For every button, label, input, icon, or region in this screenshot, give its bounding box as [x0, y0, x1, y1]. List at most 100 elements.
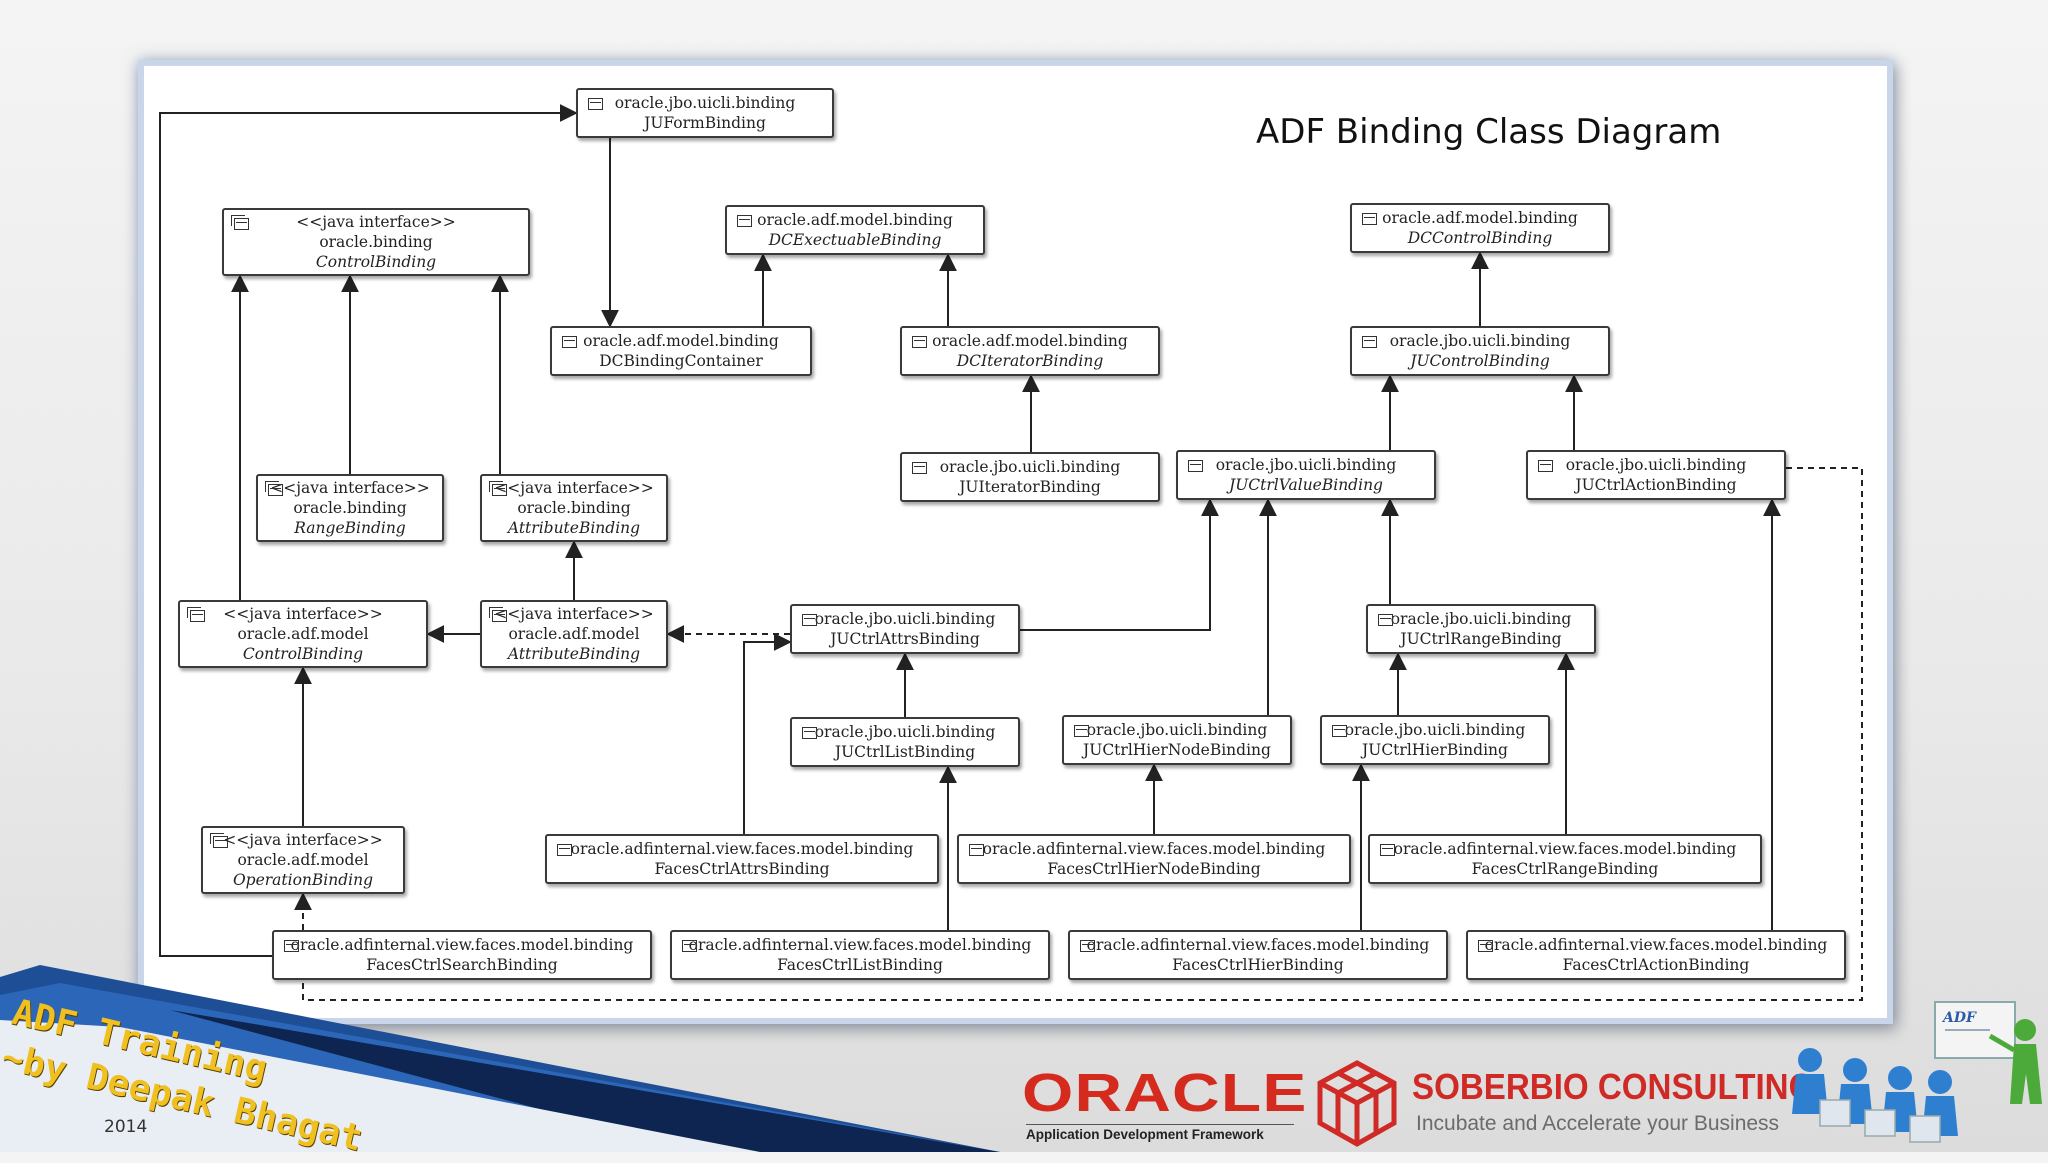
uml-class-name: AttributeBinding [507, 519, 641, 537]
class-icon [1080, 940, 1095, 952]
class-icon [1378, 614, 1393, 626]
oracle-subtitle: Application Development Framework [1026, 1124, 1294, 1142]
uml-class-package: oracle.adf.model [508, 625, 640, 643]
class-icon [1188, 460, 1203, 472]
uml-class-package: oracle.jbo.uicli.binding [1086, 721, 1268, 739]
oracle-wordmark: ORACLE [1022, 1063, 1308, 1123]
uml-class-name: ControlBinding [315, 253, 437, 271]
uml-class-facesctrlsearchbinding: oracle.adfinternal.view.faces.model.bind… [272, 930, 652, 980]
class-icon [1380, 844, 1395, 856]
uml-class-name: FacesCtrlHierBinding [1172, 956, 1344, 974]
class-icon [802, 614, 817, 626]
uml-class-facesctrlrangebinding: oracle.adfinternal.view.faces.model.bind… [1368, 834, 1762, 884]
class-icon [284, 940, 299, 952]
uml-class-package: oracle.binding [293, 499, 407, 517]
uml-class-package: oracle.adfinternal.view.faces.model.bind… [290, 936, 634, 954]
uml-class-stereotype: <<java interface>> [223, 605, 383, 623]
uml-class-name: AttributeBinding [507, 645, 641, 663]
uml-class-package: oracle.adfinternal.view.faces.model.bind… [1484, 936, 1828, 954]
class-icon [1478, 940, 1493, 952]
uml-class-stereotype: <<java interface>> [223, 831, 383, 849]
relation-facesctrlsearchbinding-to-juformbinding [159, 104, 578, 957]
uml-class-name: JUCtrlListBinding [834, 743, 976, 761]
oracle-logo: ORACLE Application Development Framework [1022, 1066, 1306, 1142]
uml-class-facesctrllistbinding: oracle.adfinternal.view.faces.model.bind… [670, 930, 1050, 980]
interface-icon [231, 215, 249, 230]
uml-class-name: DCIteratorBinding [956, 352, 1104, 370]
interface-icon [489, 607, 507, 622]
class-icon [969, 844, 984, 856]
uml-class-package: oracle.jbo.uicli.binding [814, 723, 996, 741]
interface-icon [187, 607, 205, 622]
class-icon [912, 462, 927, 474]
uml-class-package: oracle.adf.model.binding [757, 211, 953, 229]
class-icon [1362, 213, 1377, 225]
uml-class-name: JUFormBinding [644, 114, 766, 132]
uml-class-name: JUControlBinding [1410, 352, 1550, 370]
class-icon [682, 940, 697, 952]
uml-class-package: oracle.adfinternal.view.faces.model.bind… [1393, 840, 1737, 858]
uml-class-name: RangeBinding [294, 519, 406, 537]
uml-class-package: oracle.adf.model [237, 625, 369, 643]
uml-class-package: oracle.adfinternal.view.faces.model.bind… [982, 840, 1326, 858]
uml-class-package: oracle.adfinternal.view.faces.model.bind… [688, 936, 1032, 954]
class-icon [1362, 336, 1377, 348]
diagram-title: ADF Binding Class Diagram [1256, 112, 1722, 152]
company-name: SOBERBIO CONSULTING [1412, 1066, 1815, 1107]
class-icon [1074, 725, 1089, 737]
uml-class-name: FacesCtrlHierNodeBinding [1047, 860, 1261, 878]
uml-class-stereotype: <<java interface>> [270, 479, 430, 497]
uml-class-name: JUCtrlActionBinding [1575, 476, 1737, 494]
relation-juctrlactionbinding-to-operationbinding [302, 467, 1863, 1001]
uml-class-name: DCExectuableBinding [768, 231, 942, 249]
class-icon [1332, 725, 1347, 737]
uml-class-name: JUIteratorBinding [959, 478, 1101, 496]
uml-class-name: DCBindingContainer [599, 352, 763, 370]
uml-class-package: oracle.jbo.uicli.binding [939, 458, 1121, 476]
uml-class-facesctrlhiernodebinding: oracle.adfinternal.view.faces.model.bind… [957, 834, 1351, 884]
uml-class-facesctrlattrsbinding: oracle.adfinternal.view.faces.model.bind… [545, 834, 939, 884]
uml-class-package: oracle.jbo.uicli.binding [1344, 721, 1526, 739]
brand-ribbon [0, 965, 1000, 1152]
class-icon [1538, 460, 1553, 472]
uml-class-package: oracle.adf.model.binding [583, 332, 779, 350]
uml-class-package: oracle.jbo.uicli.binding [614, 94, 796, 112]
uml-class-name: JUCtrlValueBinding [1229, 476, 1383, 494]
uml-class-package: oracle.jbo.uicli.binding [1565, 456, 1747, 474]
uml-class-stereotype: <<java interface>> [296, 213, 456, 231]
uml-class-package: oracle.adfinternal.view.faces.model.bind… [1086, 936, 1430, 954]
uml-class-package: oracle.adfinternal.view.faces.model.bind… [570, 840, 914, 858]
cube-logo-icon [1317, 1060, 1397, 1147]
uml-class-facesctrlactionbinding: oracle.adfinternal.view.faces.model.bind… [1466, 930, 1846, 980]
uml-class-name: FacesCtrlAttrsBinding [654, 860, 830, 878]
company-tagline: Incubate and Accelerate your Business [1416, 1112, 1780, 1135]
art-badge-text: ADF [1941, 1010, 1977, 1026]
class-icon [588, 98, 603, 110]
interface-icon [210, 833, 228, 848]
uml-class-name: JUCtrlHierBinding [1362, 741, 1508, 759]
interface-icon [489, 481, 507, 496]
uml-class-name: FacesCtrlListBinding [777, 956, 943, 974]
uml-class-name: DCControlBinding [1407, 229, 1553, 247]
uml-class-facesctrlhierbinding: oracle.adfinternal.view.faces.model.bind… [1068, 930, 1448, 980]
uml-class-package: oracle.jbo.uicli.binding [814, 610, 996, 628]
relation-juctrlattrsbinding-to-juctrlvaluebinding [1020, 498, 1219, 631]
uml-class-package: oracle.adf.model.binding [932, 332, 1128, 350]
class-icon [802, 727, 817, 739]
uml-class-stereotype: <<java interface>> [494, 605, 654, 623]
